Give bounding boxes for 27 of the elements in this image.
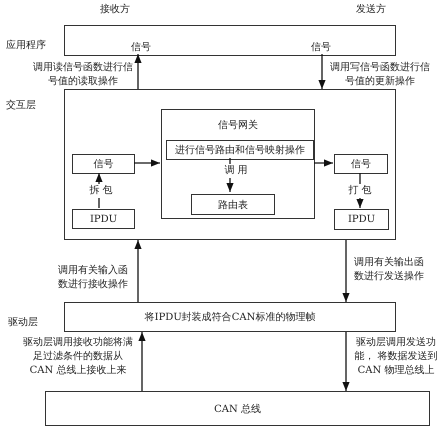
signal-text: 信号: [127, 39, 155, 55]
routing-table-box: 路由表: [191, 194, 275, 215]
signal-box: 信号: [334, 154, 388, 174]
arrow: [342, 240, 350, 302]
arrow: [134, 159, 160, 167]
layer-label: 交互层: [6, 98, 36, 112]
arrow: [318, 54, 326, 89]
signal-gateway-box: [161, 109, 315, 219]
driver-layer-box: 将IPDU封装成符合CAN标准的物理帧: [64, 302, 396, 332]
arrow: [134, 54, 142, 89]
arrow: [314, 159, 333, 167]
heading: 信号网关: [217, 118, 259, 132]
arrow: [134, 240, 142, 302]
ipdu-box: IPDU: [72, 209, 135, 229]
layer-label: 应用程序: [6, 38, 46, 52]
arrow: [342, 332, 350, 391]
application-layer-box: [64, 25, 396, 56]
arrow: [138, 332, 146, 391]
signal-box: 信号: [72, 154, 135, 174]
interaction-layer-box: [64, 89, 396, 240]
signal-text: 信号: [307, 39, 335, 55]
header-label: 接收方: [100, 2, 130, 16]
process-box: 进行信号路由和信号映射操作: [166, 140, 314, 160]
ipdu-box: IPDU: [334, 209, 389, 230]
header-label: 发送方: [356, 2, 386, 16]
layer-label: 驱动层: [8, 316, 38, 329]
can-bus-box: CAN 总线: [45, 391, 430, 426]
